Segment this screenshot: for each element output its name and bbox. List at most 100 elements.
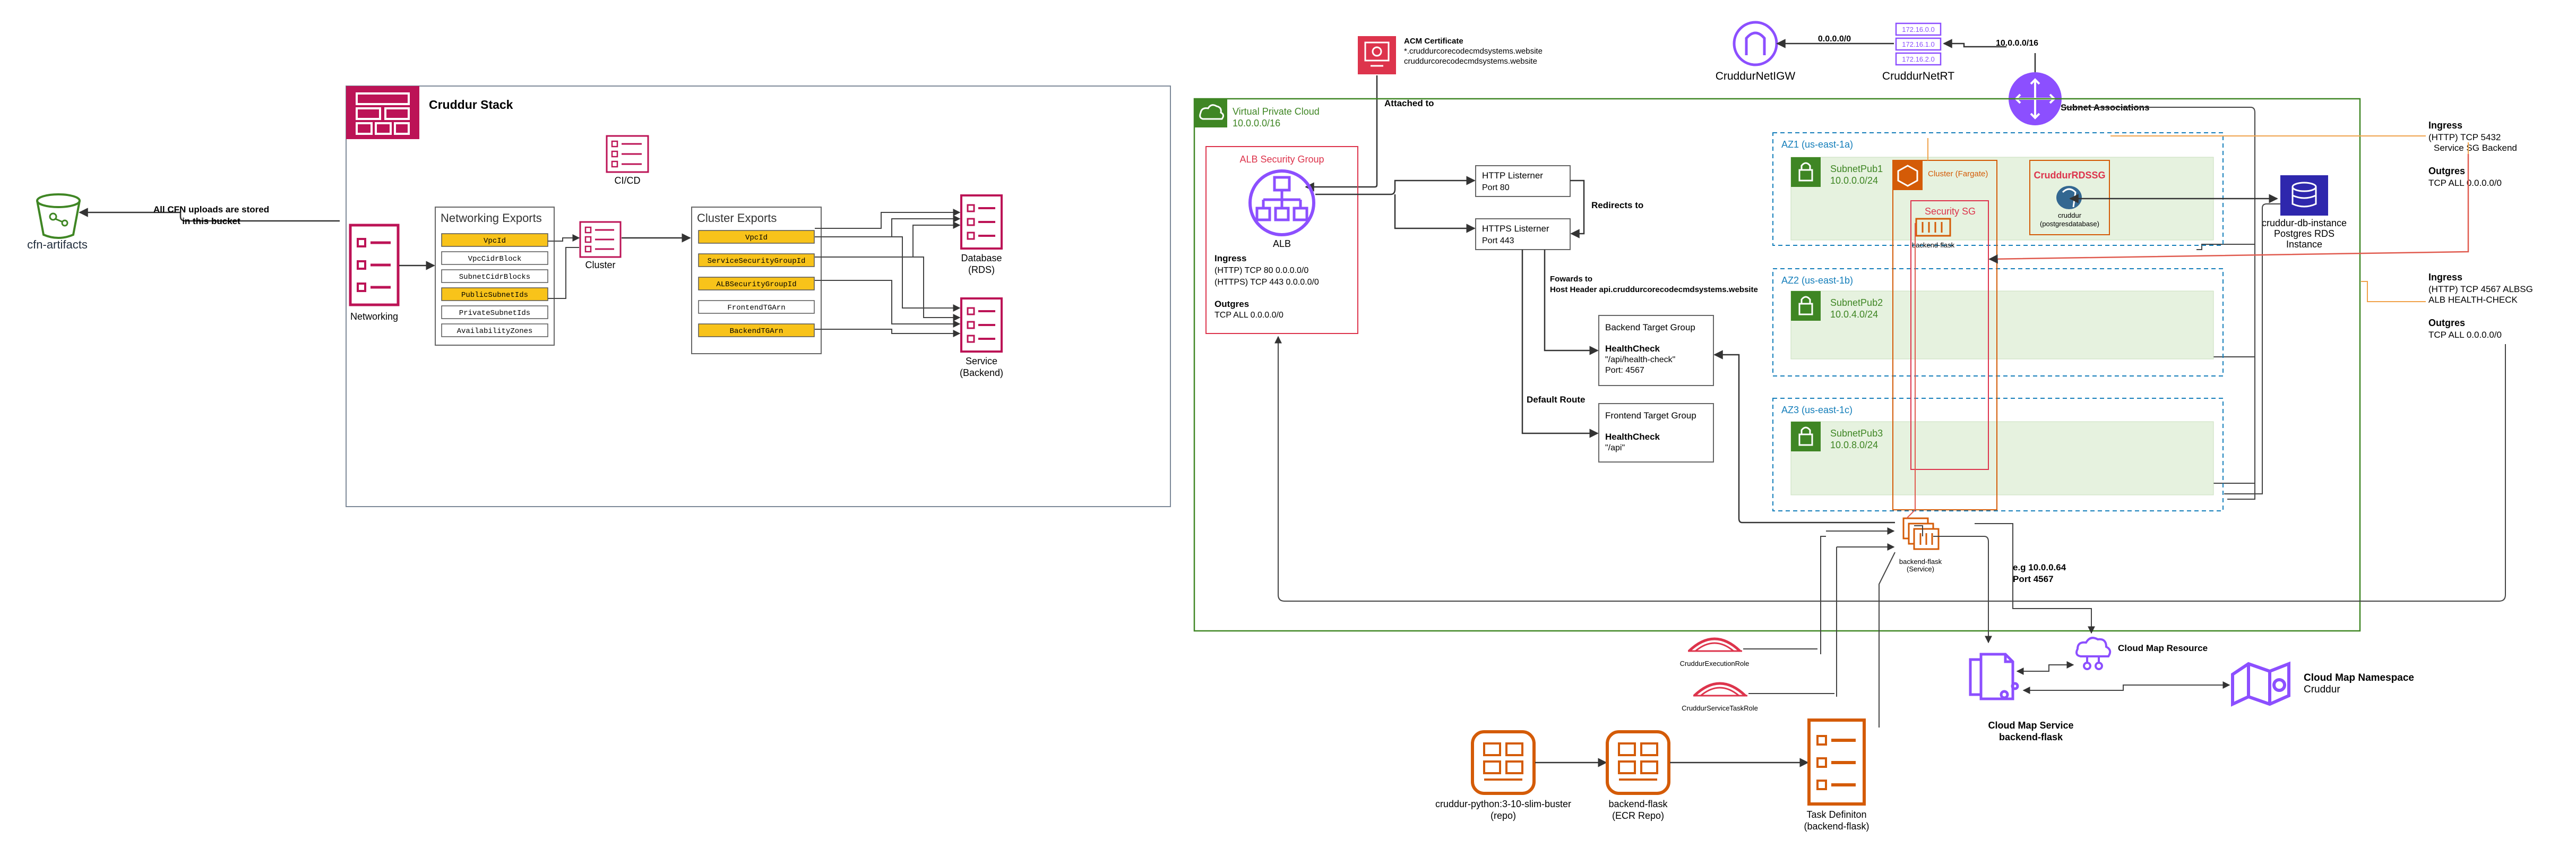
- cicd-label: CI/CD: [615, 175, 641, 186]
- database-node: Database (RDS): [960, 194, 1003, 275]
- edge-export-backendtg-svc: [815, 329, 961, 337]
- vpc-title: Virtual Private Cloud: [1233, 106, 1320, 117]
- route-entry: 172.16.2.0: [1902, 55, 1934, 63]
- networking-export-item: AvailabilityZones: [441, 323, 548, 337]
- rds-icon: [2280, 175, 2328, 216]
- edge-rds-subnets: [2224, 203, 2280, 494]
- database-label-2: (RDS): [968, 264, 995, 275]
- networking-export-item-label: AvailabilityZones: [457, 327, 533, 336]
- http-listener-port: Port 80: [1482, 183, 1510, 192]
- alb-sg-title: ALB Security Group: [1239, 154, 1324, 165]
- exec-role-label: CruddurExecutionRole: [1680, 660, 1750, 668]
- subnet-cidr: 10.0.4.0/24: [1830, 309, 1878, 320]
- subnet-cidr: 10.0.0.0/24: [1830, 175, 1878, 186]
- lock-icon: [1791, 422, 1821, 451]
- cluster-label: Cluster: [585, 260, 615, 270]
- networking-export-item: PublicSubnetIds: [441, 287, 548, 301]
- cluster-exports-box: Cluster Exports VpcIdServiceSecurityGrou…: [691, 207, 822, 354]
- cloud-map-service: Cloud Map Service backend-flask: [1969, 653, 2074, 742]
- cfn-note-line1: All CFN uploads are stored: [153, 204, 269, 215]
- networking-export-item: PrivateSubnetIds: [441, 305, 548, 319]
- iam-role-icon: [1688, 637, 1741, 652]
- acm-certificate: ACM Certificate *.cruddurcorecodecmdsyst…: [1358, 36, 1543, 108]
- task-def-1: Task Definiton: [1806, 809, 1866, 820]
- cloud-map-service-icon: [1969, 653, 2019, 700]
- vpc-cidr: 10.0.0.0/16: [1233, 118, 1280, 129]
- fargate-cluster: Cluster (Fargate): [1892, 160, 1997, 510]
- edge-assoc-az1: [2196, 244, 2255, 250]
- container-label: backend-flask: [1912, 241, 1955, 249]
- stack-title: Cruddur Stack: [429, 98, 513, 112]
- backend-tg-path: "/api/health-check": [1605, 355, 1675, 364]
- cfn-artifacts-label: cfn-artifacts: [27, 238, 88, 251]
- task-definition-icon: [1807, 718, 1866, 806]
- cluster-export-item-label: ALBSecurityGroupId: [716, 280, 796, 289]
- http-listener[interactable]: HTTP Listerner Port 80: [1475, 165, 1571, 197]
- execution-role: CruddurExecutionRole: [1680, 637, 1750, 668]
- edge-cm-service-namespace: [2022, 681, 2230, 694]
- service-sg-title: Security SG: [1925, 206, 1976, 217]
- cfn-note-line2: in this bucket: [182, 216, 240, 226]
- subnet-name: SubnetPub1: [1830, 164, 1883, 174]
- cm-service-2: backend-flask: [1999, 732, 2063, 742]
- edge-vpcid-to-cluster: [548, 234, 580, 242]
- redirects-label: Redirects to: [1591, 200, 1643, 210]
- s3-bucket-icon: [36, 193, 81, 239]
- edge-service-to-cloudmap: [1933, 536, 1992, 644]
- task-definition: Task Definiton (backend-flask): [1804, 718, 1869, 832]
- ecr-repo-icon: [1471, 730, 1536, 795]
- cluster-exports-title: Cluster Exports: [697, 211, 777, 225]
- route-b: 10.0.0.0/16: [1996, 39, 2038, 48]
- rds-security-group: CruddurRDSSG cruddur (postgresdatabase): [2029, 160, 2110, 235]
- ecs-service: backend-flask (Service): [1899, 517, 1942, 573]
- edge-service-to-sg: [1914, 525, 1923, 536]
- alb-label: ALB: [1273, 238, 1291, 249]
- default-route-label: Default Route: [1527, 395, 1586, 405]
- iam-role-icon: [1693, 682, 1746, 697]
- service-label-2: (Service): [1907, 565, 1934, 573]
- frontend-target-group[interactable]: Frontend Target Group HealthCheck "/api": [1598, 403, 1714, 463]
- az-title: AZ3 (us-east-1c): [1781, 405, 1853, 415]
- route-entry: 172.16.1.0: [1902, 40, 1934, 48]
- acm-attached-label: Attached to: [1384, 98, 1434, 108]
- rds-rules-outgres-1: TCP ALL 0.0.0.0/0: [2428, 178, 2502, 188]
- edge-export-vpcid-svc: [892, 236, 961, 312]
- lock-icon: [1791, 291, 1821, 321]
- acm-line2: cruddurcorecodecmdsystems.website: [1404, 57, 1537, 66]
- cloudformation-template-icon: [960, 297, 1003, 353]
- service-security-group: Security SG backend-flask: [1910, 200, 1989, 470]
- cm-namespace-1: Cloud Map Namespace: [2304, 672, 2414, 683]
- networking-exports-title: Networking Exports: [441, 211, 542, 225]
- availability-zones: AZ1 (us-east-1a) SubnetPub110.0.0.0/24AZ2…: [1772, 132, 2224, 511]
- cloudformation-template-icon: [579, 221, 622, 258]
- forwards-line1: Fowards to: [1550, 275, 1592, 284]
- edge-default-frontend: [1521, 250, 1599, 438]
- https-listener-title: HTTPS Listerner: [1482, 224, 1549, 234]
- postgres-icon: [2056, 186, 2082, 209]
- rds-rules-ingress-1: (HTTP) TCP 5432: [2428, 132, 2501, 142]
- edge-service-to-backend-tg: [1713, 350, 1895, 524]
- internet-gateway: CruddurNetIGW: [1716, 21, 1795, 82]
- rds-instance-3: Instance: [2286, 239, 2322, 250]
- cm-service-1: Cloud Map Service: [1988, 720, 2073, 731]
- https-listener[interactable]: HTTPS Listerner Port 443: [1475, 218, 1571, 250]
- networking-export-item: VpcId: [441, 233, 548, 247]
- cluster-export-item-label: VpcId: [745, 234, 768, 242]
- service-label-1: backend-flask: [1899, 558, 1942, 566]
- cluster-exports-list: VpcIdServiceSecurityGroupIdALBSecurityGr…: [698, 230, 815, 337]
- alb-ingress-1: (HTTP) TCP 80 0.0.0.0/0: [1214, 266, 1308, 275]
- cicd-node: CI/CD: [606, 135, 649, 186]
- cloud-map-resource-icon: [2075, 637, 2112, 670]
- backend-target-group[interactable]: Backend Target Group HealthCheck "/api/h…: [1598, 315, 1714, 386]
- az-title: AZ1 (us-east-1a): [1781, 139, 1853, 150]
- networking-export-item-label: PublicSubnetIds: [461, 291, 528, 300]
- ecr-repo-1: backend-flask: [1608, 799, 1668, 809]
- database-label-1: Database: [961, 253, 1002, 263]
- https-listener-port: Port 443: [1482, 236, 1514, 245]
- alb-outgress-1: TCP ALL 0.0.0.0/0: [1214, 311, 1283, 320]
- edge-taskdef-service: [1879, 552, 1896, 728]
